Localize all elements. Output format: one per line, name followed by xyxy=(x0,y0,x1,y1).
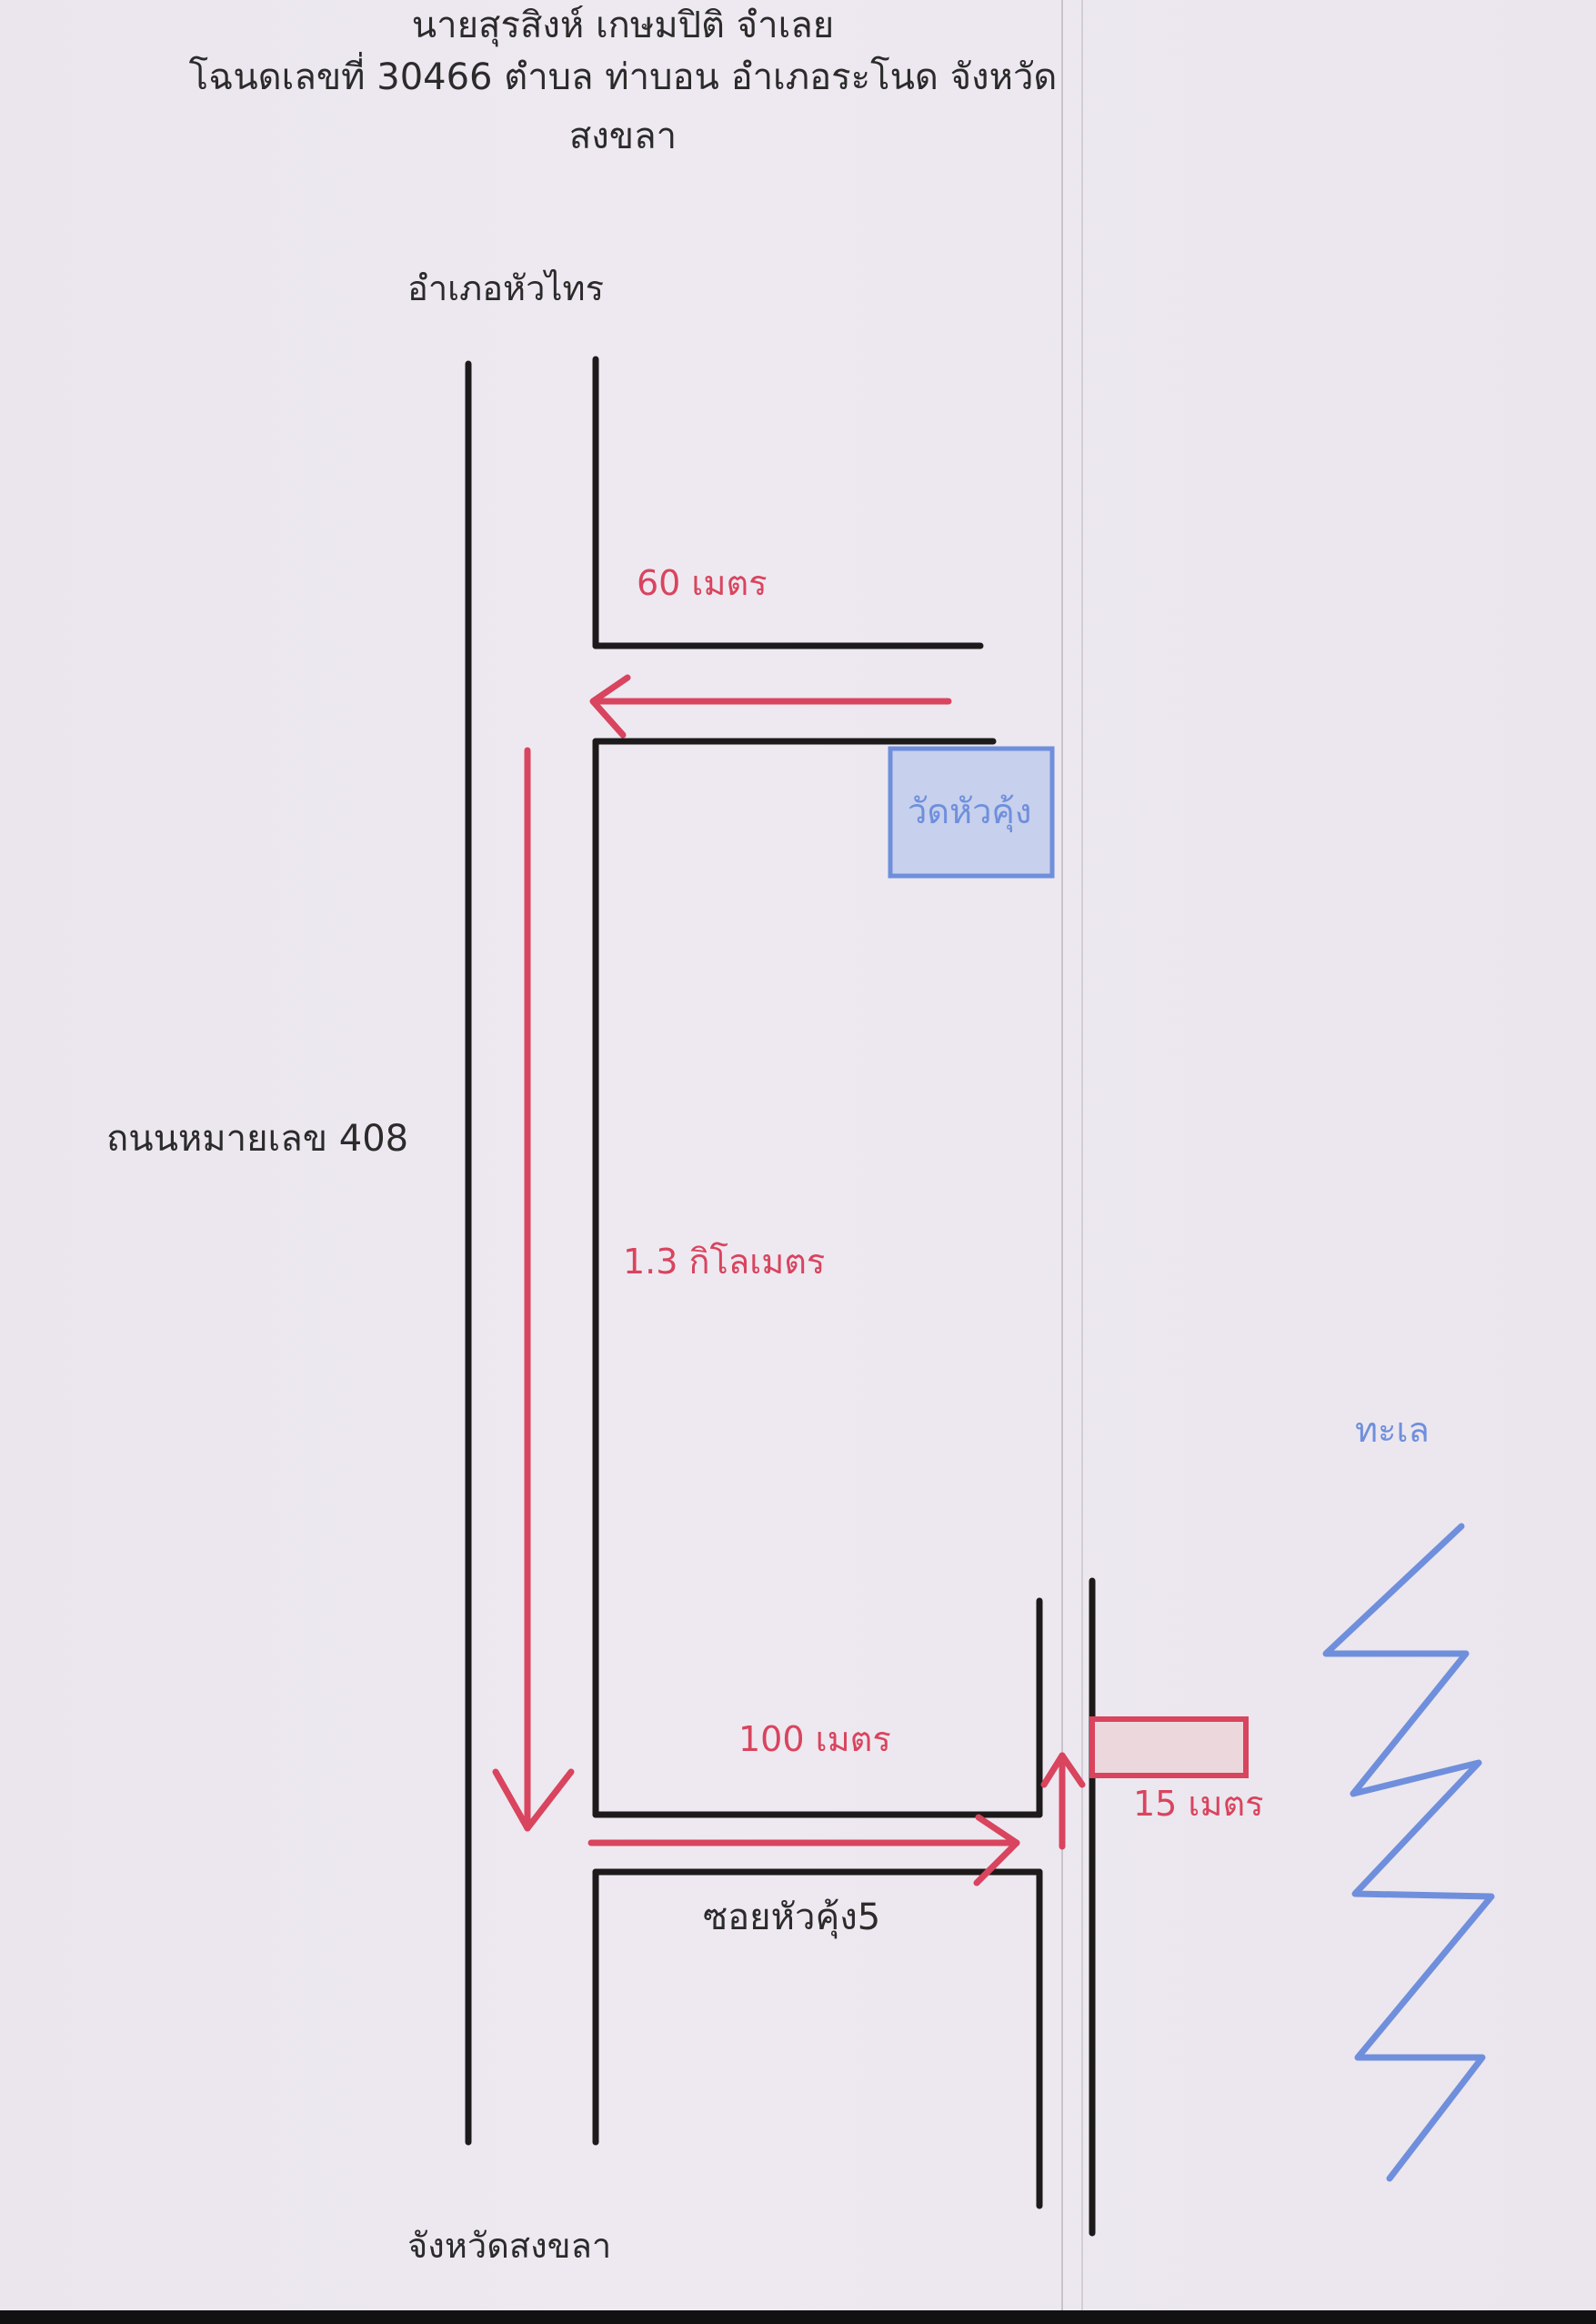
distance-15m-label: 15 เมตร xyxy=(1133,1784,1264,1824)
title-deed-location: โฉนดเลขที่ 30466 ตำบล ท่าบอน อำเภอระโนด … xyxy=(188,56,1058,98)
north-direction-label: อำเภอหัวไทร xyxy=(407,268,604,308)
distance-60m-label: 60 เมตร xyxy=(637,563,768,603)
soi-label: ซอยหัวคุ้ง5 xyxy=(703,1896,881,1938)
distance-100m-label: 100 เมตร xyxy=(738,1719,891,1759)
scan-edge xyxy=(0,2310,1596,2324)
highway-label: ถนนหมายเลข 408 xyxy=(106,1118,409,1160)
arrow-south-along-highway-head xyxy=(492,1768,575,1832)
temple-label: วัดหัวคุ้ง xyxy=(908,791,1032,831)
arrow-east-along-soi-head xyxy=(973,1814,1020,1886)
title-province: สงขลา xyxy=(568,116,678,157)
sea-wave-icon xyxy=(1322,1523,1495,2182)
arrow-north-to-plot-head xyxy=(1040,1752,1086,1788)
distance-1-3km-label: 1.3 กิโลเมตร xyxy=(623,1242,826,1282)
arrow-to-highway-head xyxy=(589,674,631,739)
route-arrows xyxy=(492,674,1086,1886)
sea-label: ทะเล xyxy=(1355,1410,1430,1450)
temple-marker xyxy=(888,746,1055,879)
title-defendant: นายสุรสิงห์ เกษมปิติ จำเลย xyxy=(411,5,835,46)
south-direction-label: จังหวัดสงขลา xyxy=(407,2226,612,2266)
land-plot-marker xyxy=(1089,1716,1249,1778)
